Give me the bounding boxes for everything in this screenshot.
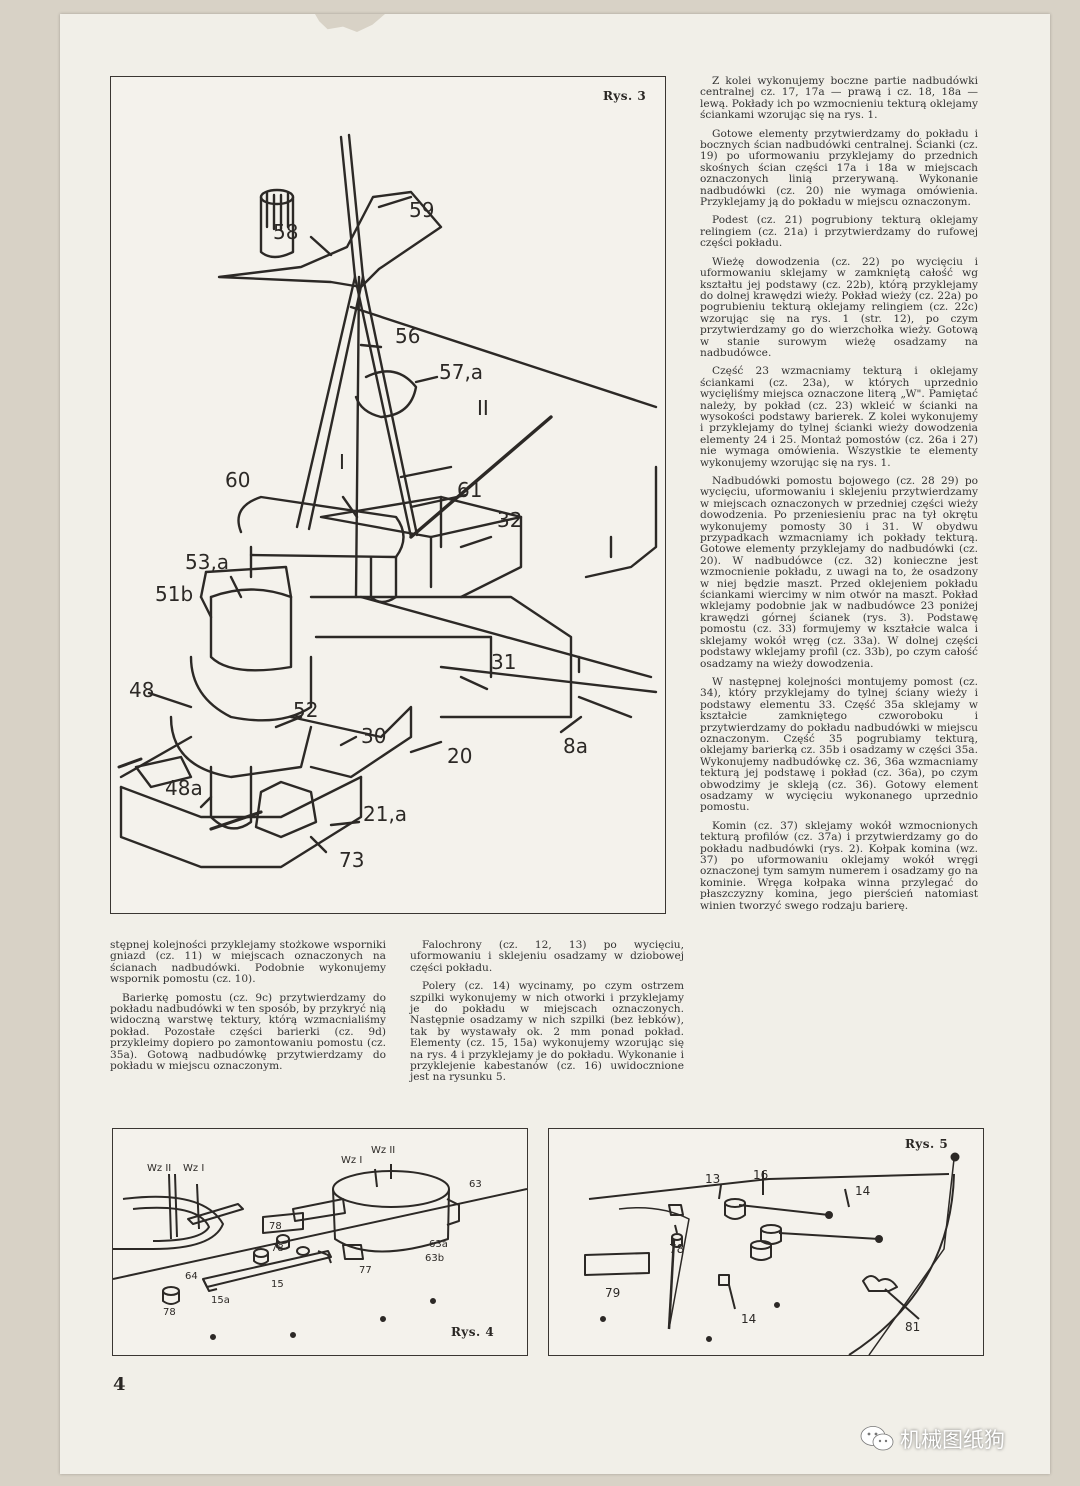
callout-16: 16 — [753, 1168, 768, 1182]
callout-wzI-left: Wz I — [183, 1163, 204, 1174]
paragraph: W następnej kolejności montujemy pomost … — [700, 675, 978, 814]
paragraph: Barierkę pomostu (cz. 9c) przytwierdzamy… — [110, 991, 386, 1073]
callout-64: 64 — [185, 1271, 198, 1282]
figure-5-callouts: 13 16 14 78 79 14 81 — [605, 1168, 920, 1334]
callout-56: 56 — [395, 324, 420, 348]
callout-60: 60 — [225, 468, 250, 492]
right-text-column: Z kolei wykonujemy boczne partie nadbudó… — [700, 75, 978, 919]
callout-78: 78 — [669, 1242, 684, 1256]
callout-30: 30 — [361, 724, 386, 748]
paragraph: Polery (cz. 14) wycinamy, po czym ostrze… — [410, 980, 684, 1084]
figure-4-drawing — [113, 1164, 527, 1340]
middle-text-column: Falochrony (cz. 12, 13) po wycięciu, ufo… — [410, 939, 684, 1091]
paragraph: Falochrony (cz. 12, 13) po wycięciu, ufo… — [410, 939, 684, 974]
left-text-column: stępnej kolejności przyklejamy stożkowe … — [110, 939, 386, 1079]
figure-3-label: Rys. 3 — [603, 89, 647, 103]
callout-81: 81 — [905, 1320, 920, 1334]
callout-63b: 63b — [425, 1253, 444, 1264]
callout-61: 61 — [457, 478, 482, 502]
callout-48a: 48a — [165, 776, 203, 800]
callout-51b: 51b — [155, 582, 193, 606]
figure-3-frame: Rys. 3 58 59 56 57,a II I 60 61 32 53,a … — [110, 76, 666, 914]
callout-57a: 57,a — [439, 360, 483, 384]
callout-21a: 21,a — [363, 802, 407, 826]
figure-4-label: Rys. 4 — [451, 1325, 495, 1339]
callout-wzII-left: Wz II — [147, 1163, 171, 1174]
callout-15a: 15a — [211, 1295, 230, 1306]
callout-78-b: 78 — [271, 1243, 284, 1254]
page-number: 4 — [113, 1374, 126, 1395]
figure-4-callouts: Wz II Wz I Wz I Wz II 63 78 78 63a 63b 7… — [147, 1145, 482, 1318]
callout-wzII-right: Wz II — [371, 1145, 395, 1156]
callout-63a: 63a — [429, 1239, 448, 1250]
paragraph: Część 23 wzmacniamy tekturą i oklejamy ś… — [700, 365, 978, 469]
figure-3-callouts: 58 59 56 57,a II I 60 61 32 53,a 51b 31 … — [129, 198, 588, 872]
callout-77: 77 — [359, 1265, 372, 1276]
paragraph: Gotowe elementy przytwierdzamy do pokład… — [700, 127, 978, 209]
callout-8a: 8a — [563, 734, 588, 758]
figure-4-frame: Rys. 4 Wz II Wz I Wz I Wz II 63 78 78 63… — [112, 1128, 528, 1356]
callout-53a: 53,a — [185, 550, 229, 574]
paragraph: Komin (cz. 37) sklejamy wokół wzmocniony… — [700, 819, 978, 912]
watermark-text: 机械图纸狗 — [900, 1428, 1005, 1452]
callout-59: 59 — [409, 198, 434, 222]
wechat-icon — [860, 1426, 894, 1451]
callout-15: 15 — [271, 1279, 284, 1290]
figure-5-frame: Rys. 5 13 16 14 78 79 14 81 — [548, 1128, 984, 1356]
callout-58: 58 — [273, 220, 298, 244]
paragraph: Nadbudówki pomostu bojowego (cz. 28 29) … — [700, 475, 978, 670]
callout-78-c: 78 — [163, 1307, 176, 1318]
callout-79: 79 — [605, 1286, 620, 1300]
paragraph: Z kolei wykonujemy boczne partie nadbudó… — [700, 75, 978, 122]
callout-52: 52 — [293, 698, 318, 722]
callout-32: 32 — [497, 508, 522, 532]
callout-II: II — [477, 396, 489, 420]
watermark: 机械图纸狗 — [860, 1424, 1005, 1454]
callout-14-bottom: 14 — [741, 1312, 756, 1326]
callout-78-a: 78 — [269, 1221, 282, 1232]
torn-edge — [315, 14, 385, 32]
callout-14-top: 14 — [855, 1184, 870, 1198]
paragraph: stępnej kolejności przyklejamy stożkowe … — [110, 939, 386, 986]
callout-13: 13 — [705, 1172, 720, 1186]
callout-20: 20 — [447, 744, 472, 768]
callout-48: 48 — [129, 678, 154, 702]
paragraph: Podest (cz. 21) pogrubiony tekturą oklej… — [700, 214, 978, 250]
paragraph: Wieżę dowodzenia (cz. 22) po wycięciu i … — [700, 255, 978, 359]
figure-5-label: Rys. 5 — [905, 1137, 949, 1151]
figure-5-drawing — [584, 1152, 960, 1355]
callout-31: 31 — [491, 650, 516, 674]
callout-73: 73 — [339, 848, 364, 872]
callout-63: 63 — [469, 1179, 482, 1190]
callout-I: I — [339, 450, 345, 474]
figure-3-drawing — [117, 133, 658, 869]
callout-wzI-right: Wz I — [341, 1155, 362, 1166]
